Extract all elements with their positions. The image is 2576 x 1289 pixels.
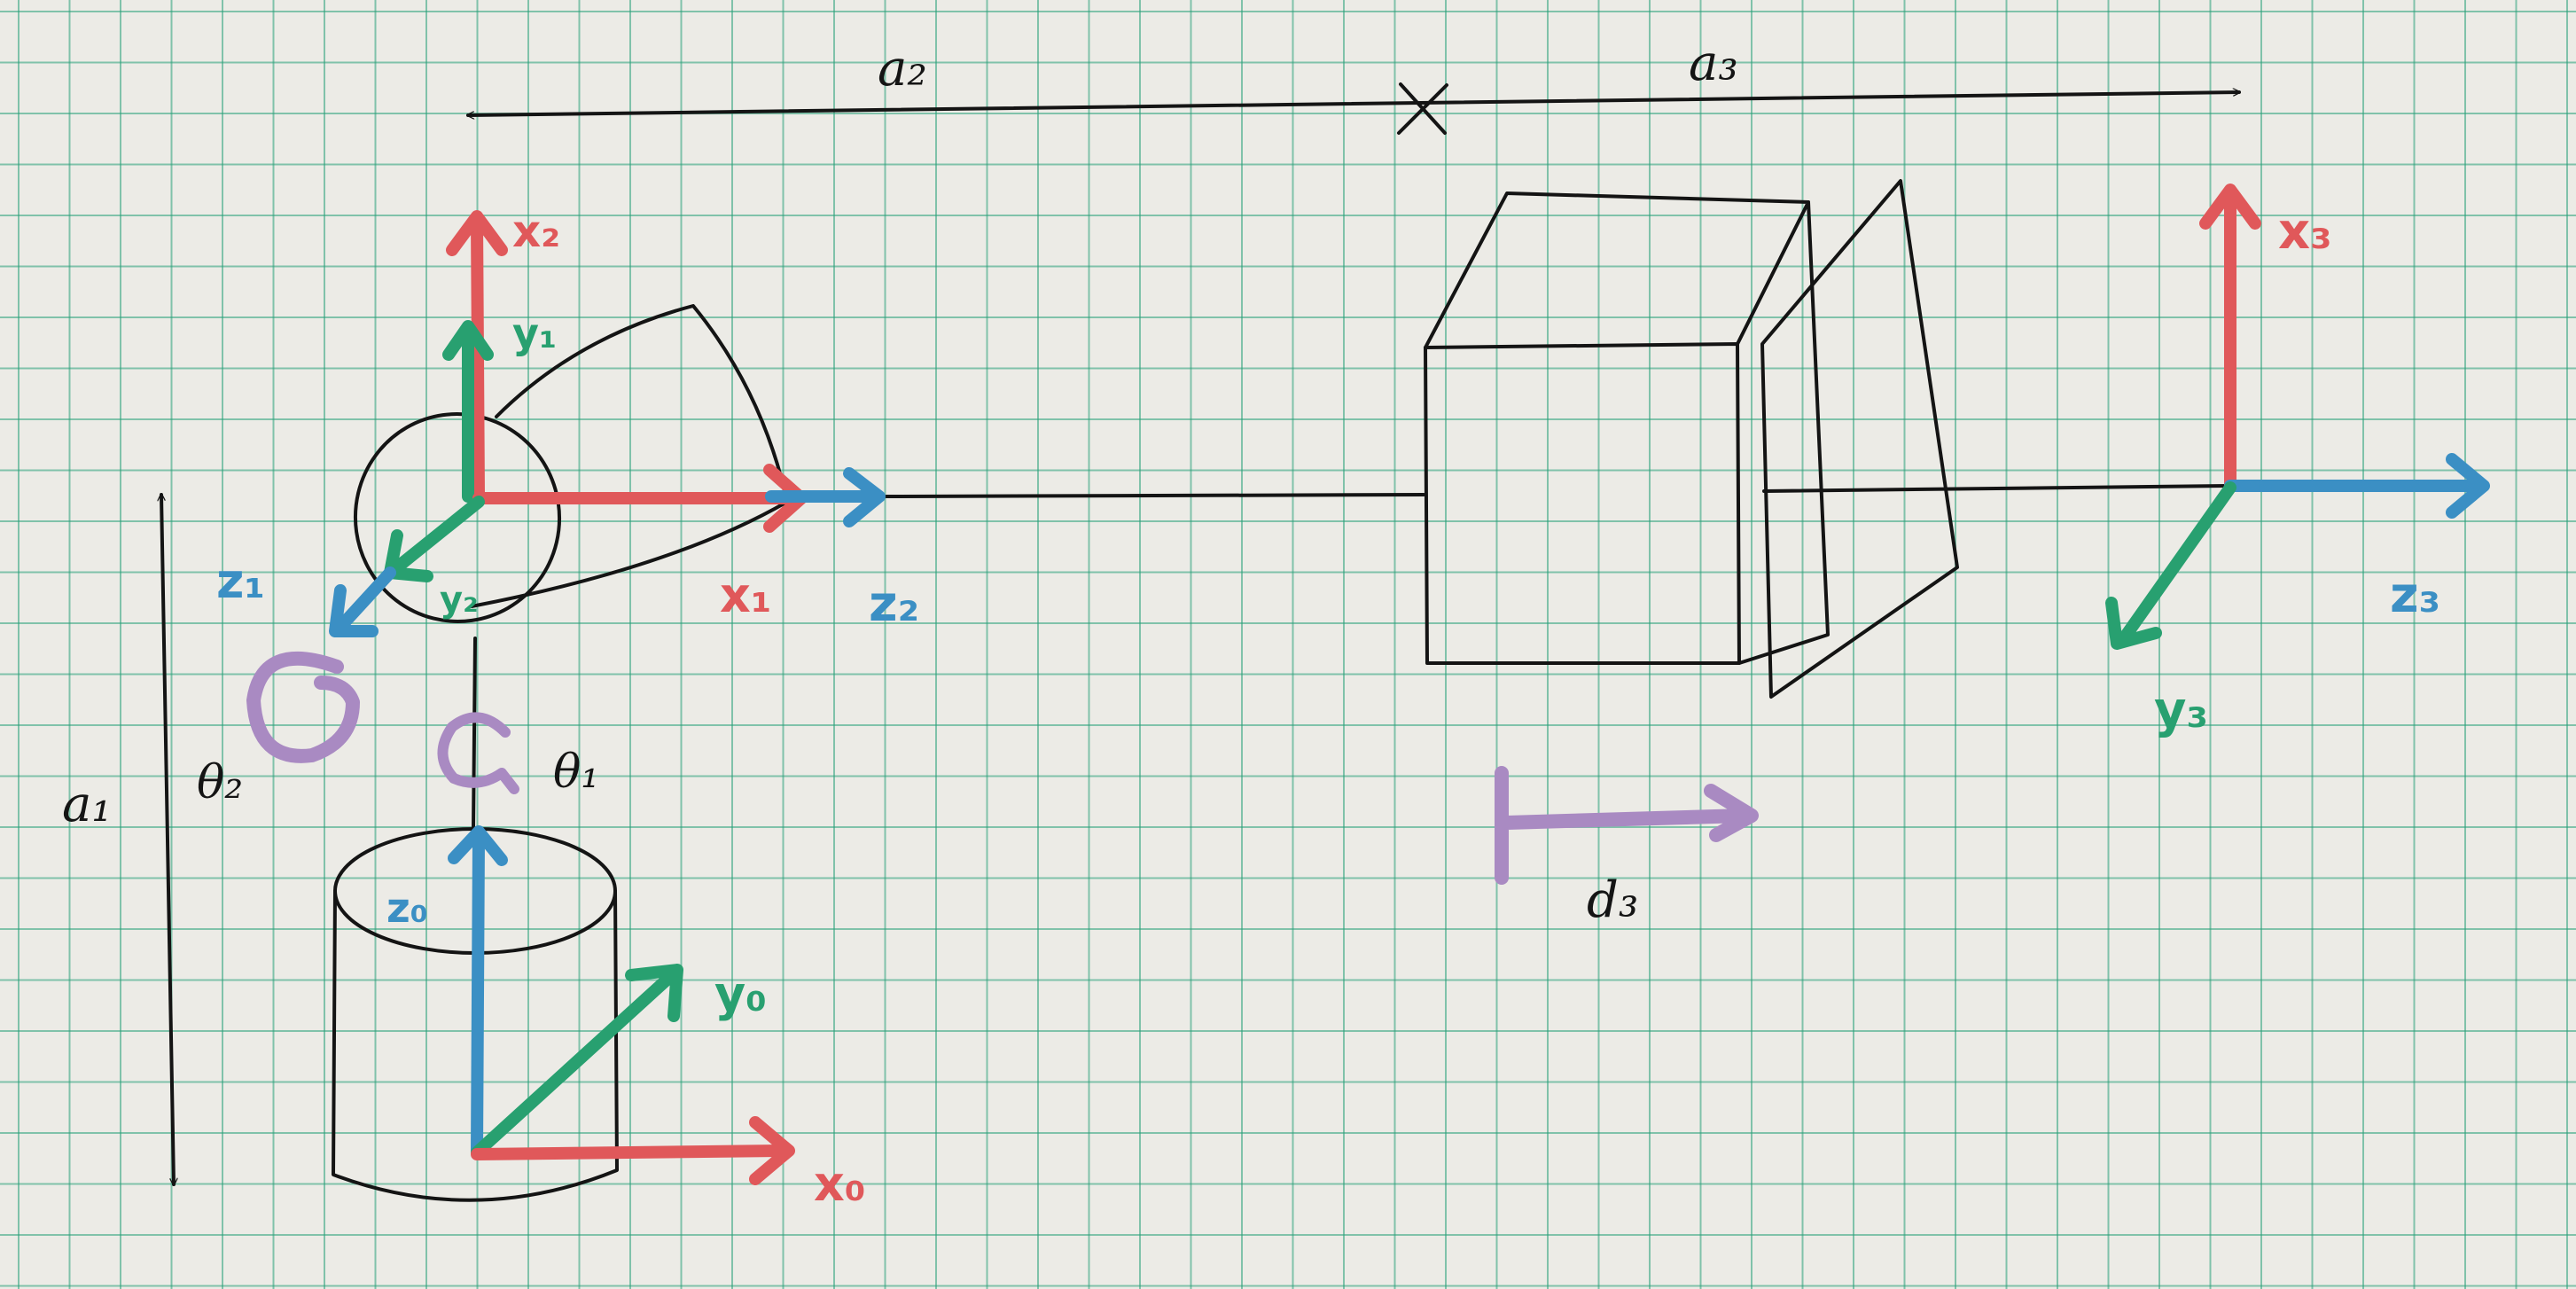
- frame-2-z-label: z₂: [869, 575, 919, 633]
- frame-0-z-axis: [448, 825, 508, 1159]
- link-3-line: [1762, 484, 2229, 493]
- frame-3-x-label: x₃: [2278, 203, 2332, 261]
- d3-prismatic-arrow: [1495, 766, 1759, 885]
- frame-0-x-axis: [471, 1116, 795, 1185]
- frame-3-axes: [2105, 184, 2490, 650]
- d3-label: d₃: [1587, 871, 1638, 929]
- frame-3-z-label: z₃: [2390, 566, 2440, 624]
- link-2-line: [885, 493, 1425, 498]
- frame-2-x-label: x₂: [512, 206, 560, 257]
- frame-2-x-axis: [446, 210, 508, 503]
- dimension-cross-mark: [1397, 82, 1448, 135]
- frame-0-z-label: z₀: [386, 884, 428, 932]
- frame-2-y-label: y₂: [440, 580, 479, 621]
- sliding-plate: [1760, 179, 1959, 699]
- a3-label: a₃: [1689, 35, 1738, 92]
- theta2-label: θ₂: [197, 756, 243, 809]
- a1-label: a₁: [62, 776, 112, 833]
- frame-3-y-label: y₃: [2154, 682, 2208, 739]
- a2-label: a₂: [878, 40, 927, 98]
- a2-a3-dimension-line: [466, 92, 2241, 115]
- frame-0-y-label: y₀: [714, 966, 767, 1022]
- frame-1-y-label: y₁: [512, 309, 557, 357]
- frame-1-z-label: z₁: [216, 553, 265, 609]
- frame-2-y-axis: [384, 496, 485, 582]
- frame-1-axes: [329, 210, 886, 637]
- labels: a₂ a₃ a₁ d₃ θ₁ θ₂ x₀ y₀ z₀ x₁ y₁ z₁ x₂ y…: [62, 35, 2440, 1212]
- link-2-body: [470, 304, 789, 608]
- theta2-rotation-icon: [246, 651, 360, 763]
- a1-dimension-line: [161, 493, 174, 1186]
- frame-1-z-axis: [329, 566, 396, 637]
- theta1-label: θ₁: [553, 746, 599, 799]
- frame-0-y-axis: [471, 964, 683, 1159]
- frame-0-axes: [448, 825, 795, 1185]
- base-to-joint-link: [472, 637, 477, 831]
- frame-3-x-axis: [2199, 184, 2261, 492]
- frame-0-x-label: x₀: [814, 1156, 865, 1212]
- frame-1-y-axis: [442, 320, 494, 503]
- frame-1-x-label: x₁: [720, 567, 771, 623]
- frame-2-z-axis: [765, 467, 886, 527]
- theta1-rotation-icon: [437, 712, 519, 794]
- frame-3-z-axis: [2224, 453, 2490, 519]
- frame-3-y-axis: [2105, 481, 2236, 650]
